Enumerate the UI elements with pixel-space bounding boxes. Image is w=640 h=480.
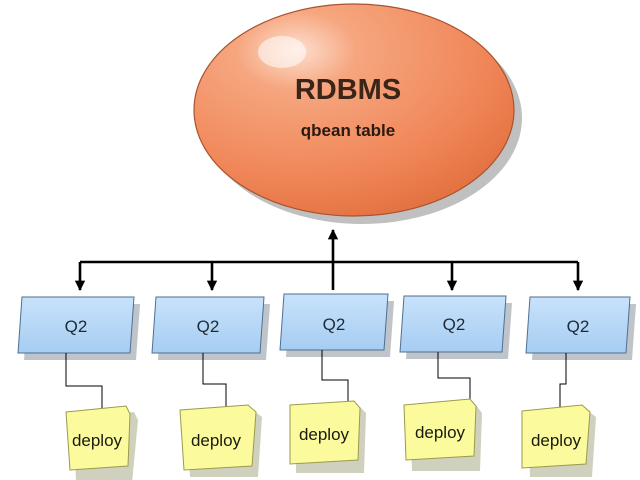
deploy-document — [403, 398, 477, 461]
q2-node-3: Q2 deploy — [279, 293, 394, 473]
rdbms-node: RDBMS qbean table — [193, 3, 522, 224]
rdbms-subtitle: qbean table — [301, 121, 395, 140]
q2-box — [279, 293, 389, 351]
q2-box — [17, 296, 135, 354]
deploy-document — [179, 404, 257, 471]
q2-label: Q2 — [197, 317, 220, 336]
deploy-label: deploy — [72, 431, 123, 450]
q2-node-5: Q2 deploy — [521, 296, 636, 477]
q2-node-2: Q2 deploy — [151, 296, 270, 477]
q2-node-4: Q2 deploy — [399, 295, 512, 471]
deploy-connector — [202, 353, 227, 410]
deploy-document — [521, 404, 591, 469]
q2-node-1: Q2 deploy — [17, 296, 140, 480]
deploy-document — [65, 405, 131, 471]
q2-box — [525, 296, 631, 354]
q2-label: Q2 — [323, 315, 346, 334]
deploy-connector — [559, 353, 567, 408]
deploy-label: deploy — [415, 423, 466, 442]
deploy-connector — [437, 352, 471, 402]
rdbms-ellipse — [193, 3, 515, 217]
deploy-connector — [321, 350, 349, 404]
deploy-label: deploy — [299, 425, 350, 444]
deploy-document — [289, 400, 361, 465]
deploy-connector — [65, 353, 103, 412]
q2-box — [399, 295, 507, 353]
rdbms-title: RDBMS — [295, 74, 401, 106]
q2-label: Q2 — [65, 317, 88, 336]
q2-box — [151, 296, 265, 354]
rdbms-highlight — [258, 36, 306, 68]
deploy-label: deploy — [531, 431, 582, 450]
q2-label: Q2 — [443, 315, 466, 334]
deploy-label: deploy — [191, 431, 242, 450]
connector-lines — [74, 228, 584, 292]
q2-label: Q2 — [567, 317, 590, 336]
